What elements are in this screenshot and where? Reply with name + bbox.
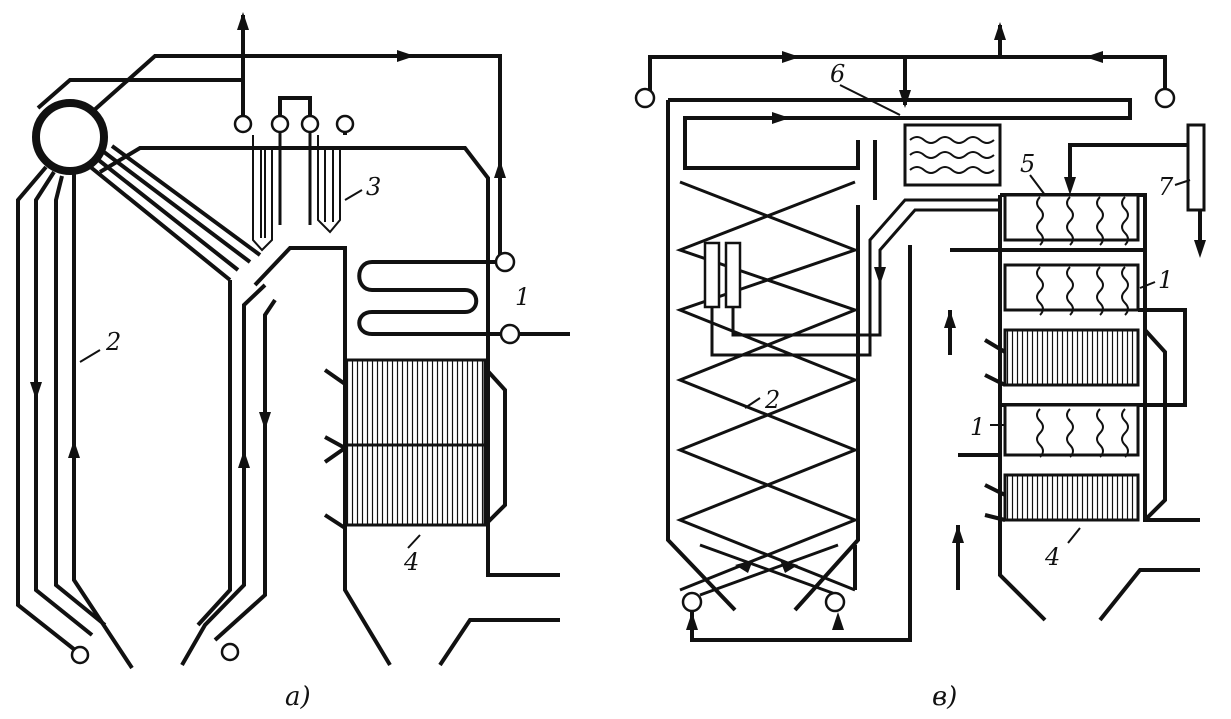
diagram-a: 3 2 1 4 a) bbox=[16, 12, 570, 712]
label-7: 7 bbox=[1158, 173, 1174, 201]
air-heater-4 bbox=[323, 358, 507, 530]
superheater-6 bbox=[903, 123, 1002, 187]
flow-arrows-a bbox=[30, 12, 506, 468]
drum-steam-line bbox=[90, 54, 502, 255]
label-1: 1 bbox=[515, 283, 530, 311]
caption-b: в) bbox=[932, 682, 957, 712]
label-4-b: 4 bbox=[1044, 543, 1060, 571]
top-header bbox=[648, 55, 1167, 92]
label-2-b: 2 bbox=[764, 386, 780, 414]
superheater-3 bbox=[233, 15, 355, 252]
label-4: 4 bbox=[403, 548, 419, 576]
air-heater-4-lower bbox=[984, 473, 1140, 522]
furnace-roof bbox=[98, 146, 560, 577]
label-1-upper: 1 bbox=[1158, 266, 1173, 294]
screen-tubes bbox=[86, 144, 262, 282]
label-5: 5 bbox=[1020, 150, 1035, 178]
label-3: 3 bbox=[366, 173, 381, 201]
diagram-b: 6 5 7 1 1 2 4 в) bbox=[634, 22, 1206, 712]
caption-a: a) bbox=[285, 682, 311, 712]
economizer-1-upper bbox=[1003, 263, 1140, 316]
label-6: 6 bbox=[830, 60, 845, 88]
attemperator-7 bbox=[1186, 123, 1206, 212]
rear-pipes bbox=[180, 280, 277, 666]
economizer-1-lower bbox=[1003, 403, 1140, 458]
economizer-coil-1 bbox=[357, 251, 570, 345]
left-wall-pipes bbox=[16, 165, 134, 670]
label-1-lower: 1 bbox=[970, 413, 985, 441]
drum bbox=[32, 99, 108, 175]
label-2: 2 bbox=[105, 328, 121, 356]
separators bbox=[703, 198, 1000, 357]
